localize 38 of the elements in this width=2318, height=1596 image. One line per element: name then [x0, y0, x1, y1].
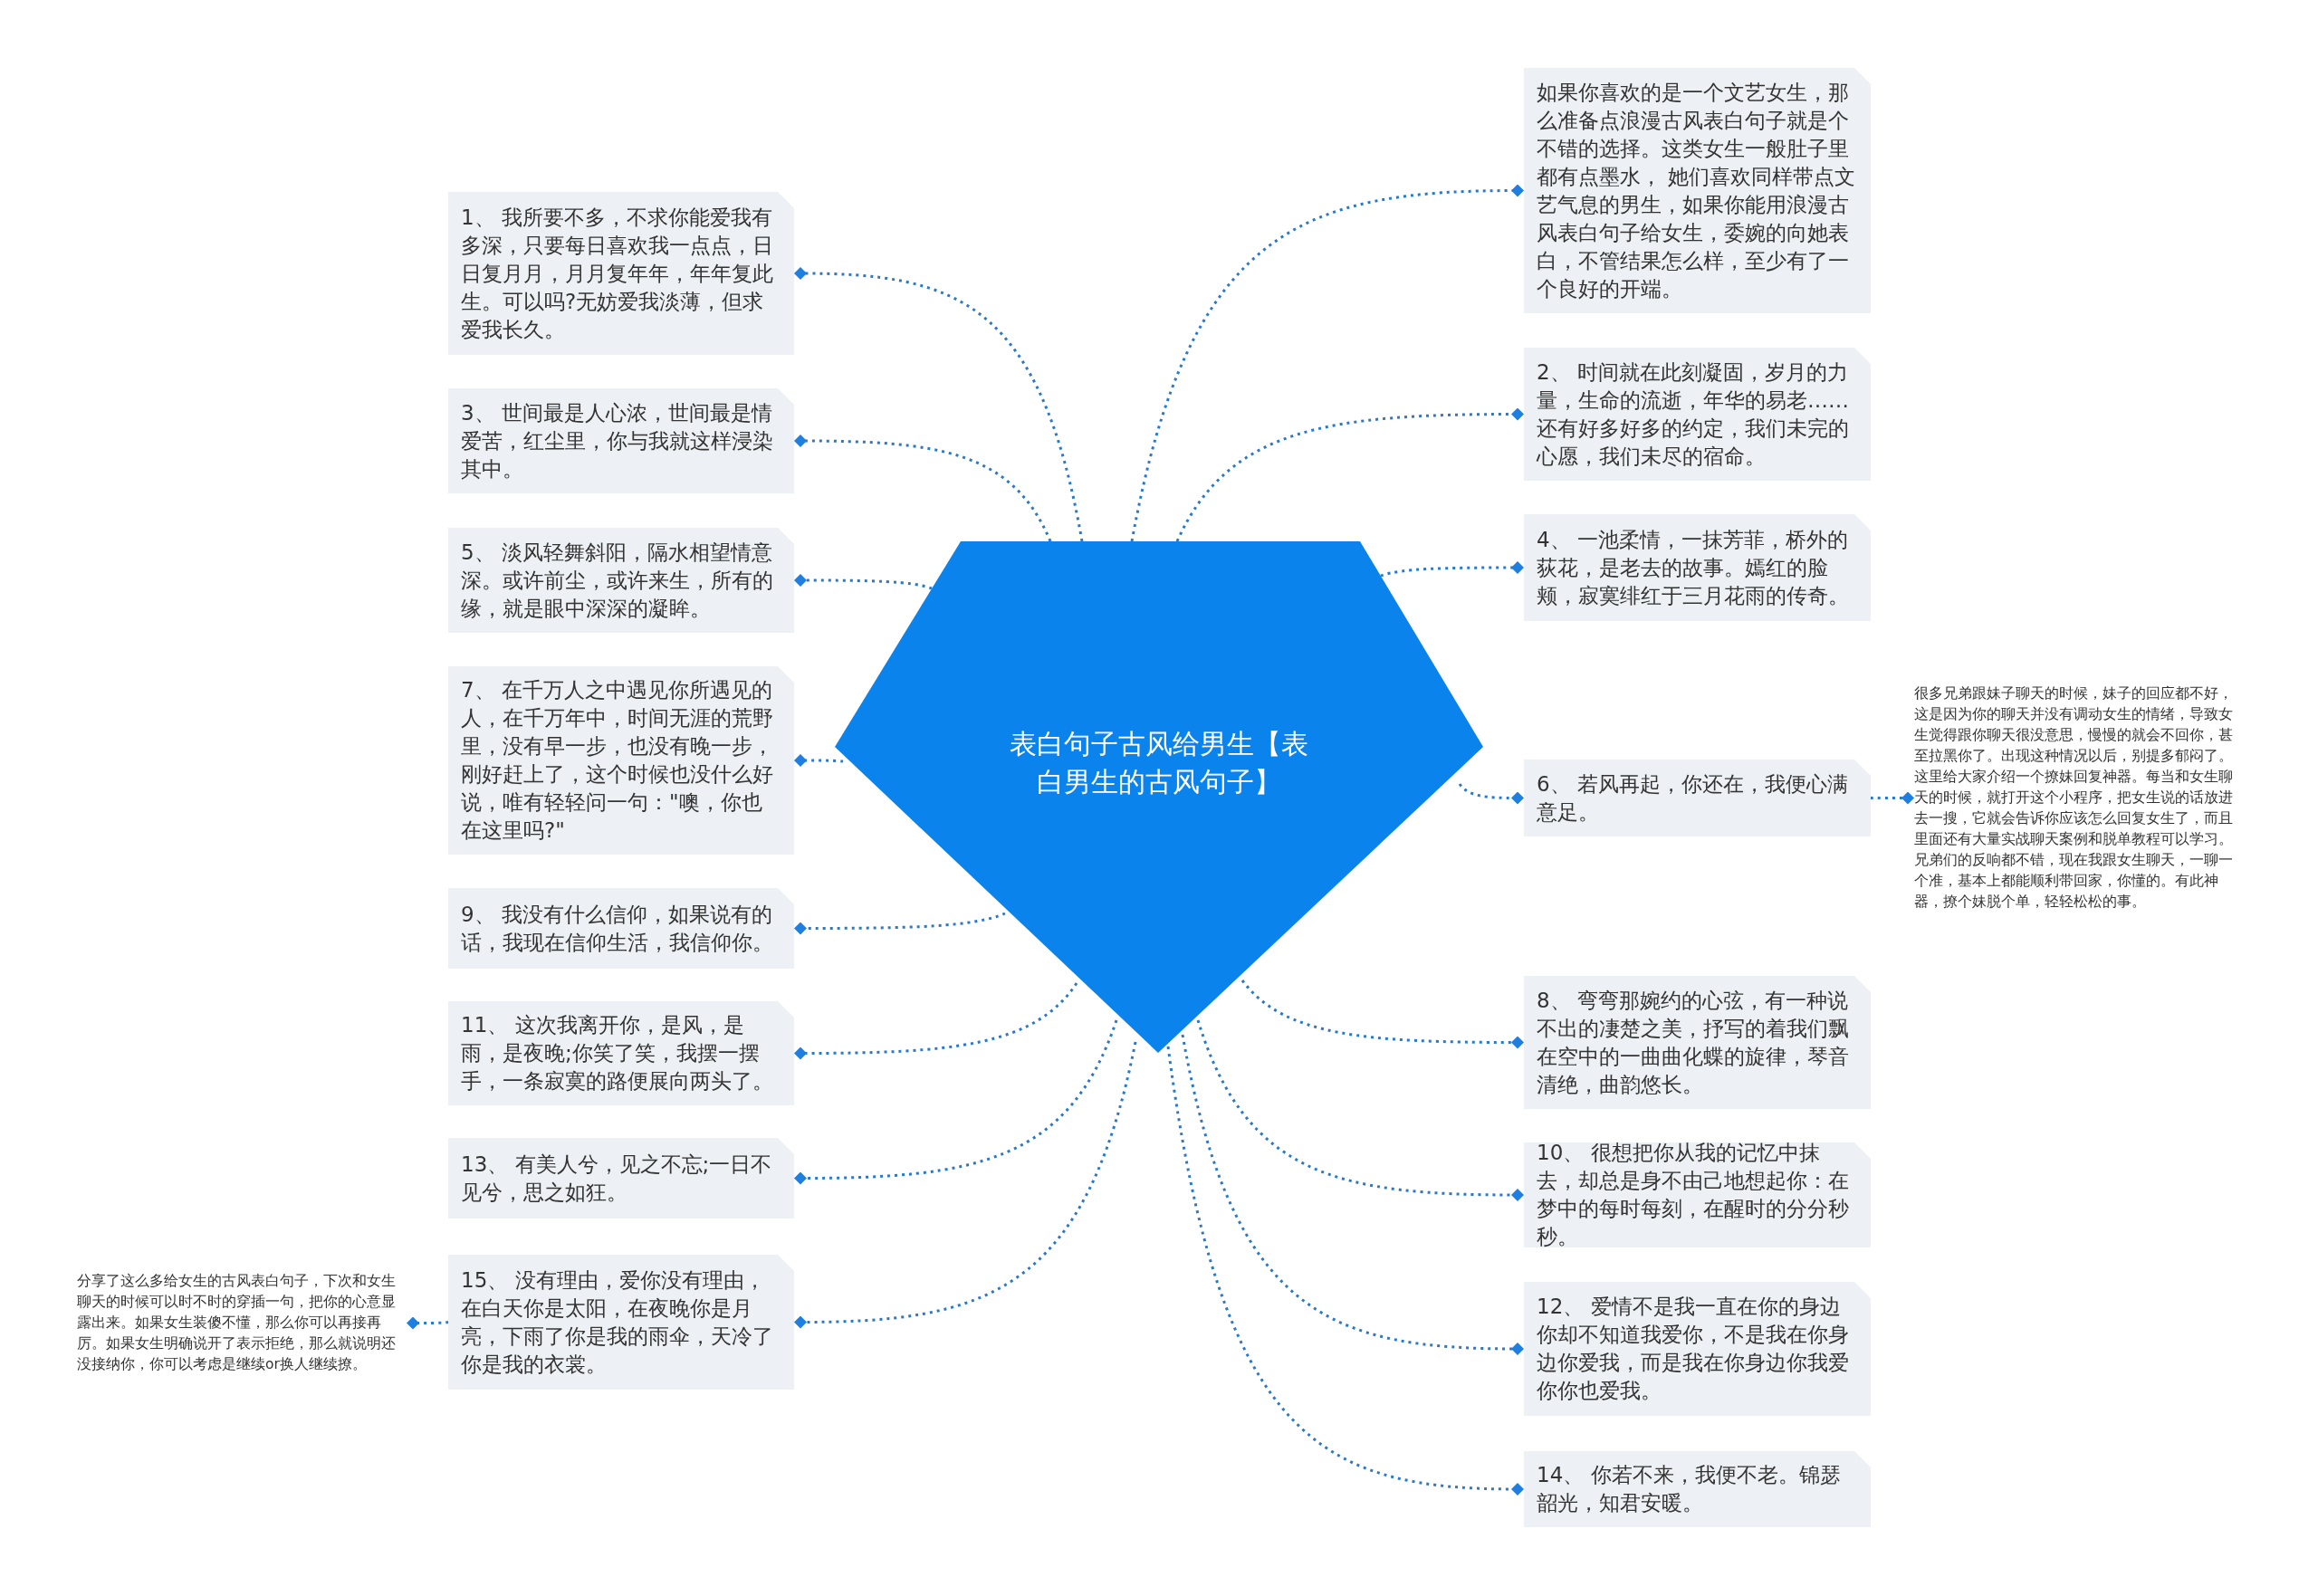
connector	[407, 1316, 449, 1330]
connector	[794, 435, 1052, 542]
connector	[794, 267, 1084, 542]
connector	[1181, 1034, 1524, 1355]
text-box: 9、 我没有什么信仰，如果说有的话，我现在信仰生活，我信仰你。	[448, 888, 794, 969]
connector	[1130, 184, 1524, 542]
text-box: 12、 爱情不是我一直在你的身边你却不知道我爱你，不是我在你身边你爱我，而是我在你身边你我爱你你也爱我。	[1524, 1282, 1871, 1416]
text-box: 14、 你若不来，我便不老。锦瑟韶光，知君安暖。	[1524, 1451, 1871, 1527]
connector	[794, 912, 1006, 935]
text-box: 如果你喜欢的是一个文艺女生，那么准备点浪漫古风表白句子就是个不错的选择。这类女生一般肚子里都有点墨水， 她们喜欢同样带点文艺气息的男生，如果你能用浪漫古风表白句子给女生，委婉的向她表白，不管结果怎么样，至少有了一个良好的开端。	[1524, 68, 1871, 313]
connector	[1196, 1019, 1524, 1201]
text-box: 13、 有美人兮，见之不忘;一日不见兮，思之如狂。	[448, 1138, 794, 1219]
text-box: 2、 时间就在此刻凝固，岁月的力量，生命的流逝，年华的易老……还有好多好多的约定，我们未完的心愿，我们未尽的宿命。	[1524, 348, 1871, 481]
connector	[794, 1041, 1137, 1329]
note-text: 分享了这么多给女生的古风表白句子，下次和女生聊天的时候可以时不时的穿插一句，把你的心意显露出来。如果女生装傻不懂，那么你可以再接再厉。如果女生明确说开了表示拒绝，那么就说明还没接纳你，你可以考虑是继续or换人继续撩。	[77, 1259, 407, 1387]
text-box: 6、 若风再起，你还在，我便心满意足。	[1524, 760, 1871, 836]
text-box: 11、 这次我离开你，是风，是雨，是夜晚;你笑了笑，我摆一摆手，一条寂寞的路便展向两头了。	[448, 1001, 794, 1105]
text-box: 5、 淡风轻舞斜阳，隔水相望情意深。或许前尘，或许来生，所有的缘，就是眼中深深的凝眸。	[448, 528, 794, 633]
note-text: 很多兄弟跟妹子聊天的时候，妹子的回应都不好，这是因为你的聊天并没有调动女生的情绪，导致女生觉得跟你聊天很没意思，慢慢的就会不回你，甚至拉黑你了。出现这种情况以后，别提多郁闷了。这里给大家介绍一个撩妹回复神器。每当和女生聊天的时候，就打开这个小程序，把女生说的话放进去一搜，它就会告诉你应该怎么回复女生了，而且里面还有大量实战聊天案例和脱单教程可以学习。兄弟们的反响都不错，现在我跟女生聊天，一聊一个准，基本上都能顺利带回家，你懂的。有此神器，撩个妹脱个单，轻轻松松的事。	[1914, 662, 2246, 934]
connector	[1240, 980, 1524, 1049]
text-box: 4、 一池柔情，一抹芳菲，桥外的荻花，是老去的故事。嫣红的脸颊，寂寞绯红于三月花雨的传奇。	[1524, 514, 1871, 621]
connector	[794, 982, 1078, 1060]
text-box: 1、 我所要不多，不求你能爱我有多深，只要每日喜欢我一点点，日日复月月，月月复年年，年年复此生。可以吗?无妨爱我淡薄，但求爱我长久。	[448, 192, 794, 355]
connector	[1458, 783, 1524, 805]
connector	[1380, 561, 1524, 578]
text-box: 3、 世间最是人心浓，世间最是情爱苦，红尘里，你与我就这样浸染其中。	[448, 388, 794, 493]
connector	[794, 754, 844, 767]
connector	[1166, 1046, 1524, 1496]
text-box: 7、 在千万人之中遇见你所遇见的人，在千万年中，时间无涯的荒野里，没有早一步，也没有晚一步，刚好赶上了，这个时候也没什么好说，唯有轻轻问一句："噢，你也在这里吗?"	[448, 666, 794, 855]
text-box: 8、 弯弯那婉约的心弦，有一种说不出的凄楚之美，抒写的着我们飘在空中的一曲曲化蝶的旋律，琴音清绝，曲韵悠长。	[1524, 976, 1871, 1109]
connector	[794, 574, 933, 590]
text-box: 10、 很想把你从我的记忆中抹去，却总是身不由己地想起你：在梦中的每时每刻，在醒时的分分秒秒。	[1524, 1142, 1871, 1247]
connector	[1175, 407, 1524, 542]
text-box: 15、 没有理由，爱你没有理由，在白天你是太阳，在夜晚你是月亮，下雨了你是我的雨伞，天冷了你是我的衣裳。	[448, 1255, 794, 1390]
topic-diamond	[835, 541, 1483, 1053]
connector	[794, 1019, 1118, 1185]
topic-text: 表白句子古风给男生【表白男生的古风句子】	[1009, 727, 1309, 800]
connector	[1871, 791, 1914, 805]
